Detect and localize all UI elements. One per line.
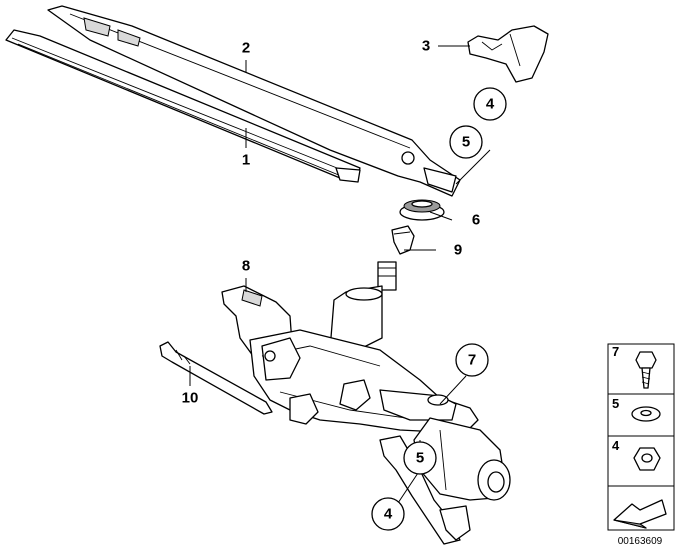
legend-number-7: 7 [612,344,619,359]
callout-10: 10 [182,390,199,407]
svg-text:5: 5 [416,450,424,467]
fastener-legend: 7 5 4 [607,343,675,531]
svg-text:2: 2 [242,40,250,57]
callout-3: 3 [422,38,430,55]
callout-6: 6 [472,212,480,229]
callout-8: 8 [242,258,250,275]
svg-text:5: 5 [462,134,470,151]
callout-5-circle-top: 5 [449,125,483,159]
callout-4-circle-top: 4 [473,87,507,121]
callout-1: 1 [242,152,250,169]
legend-number-4: 4 [612,438,620,453]
callout-7-circle: 7 [455,343,489,377]
legend-number-5: 5 [612,396,619,411]
wiper-arm[interactable] [47,5,461,197]
callout-2: 2 [242,40,250,57]
svg-text:7: 7 [468,352,476,369]
leader-lines [189,45,491,507]
grommet[interactable] [399,199,445,221]
svg-text:9: 9 [454,242,462,259]
svg-text:4: 4 [384,506,393,523]
svg-text:6: 6 [472,212,480,229]
diagram-code: 00163609 [618,536,663,547]
connecting-rod[interactable] [159,341,273,415]
washer-icon [631,406,661,422]
svg-text:4: 4 [486,96,495,113]
cover-cap[interactable] [467,25,549,83]
callout-5-circle-bottom: 5 [403,441,437,475]
callout-9: 9 [454,242,462,259]
svg-text:1: 1 [242,152,250,169]
callout-4-circle-bottom: 4 [371,497,405,531]
hex-nut-icon [633,447,661,471]
hex-bolt-icon [635,351,657,389]
svg-text:3: 3 [422,38,430,55]
wiper-motor-assembly[interactable] [221,261,511,545]
svg-text:8: 8 [242,258,250,275]
wiper-blade[interactable] [5,29,361,183]
svg-text:10: 10 [182,390,199,407]
arrow-icon [613,499,667,529]
